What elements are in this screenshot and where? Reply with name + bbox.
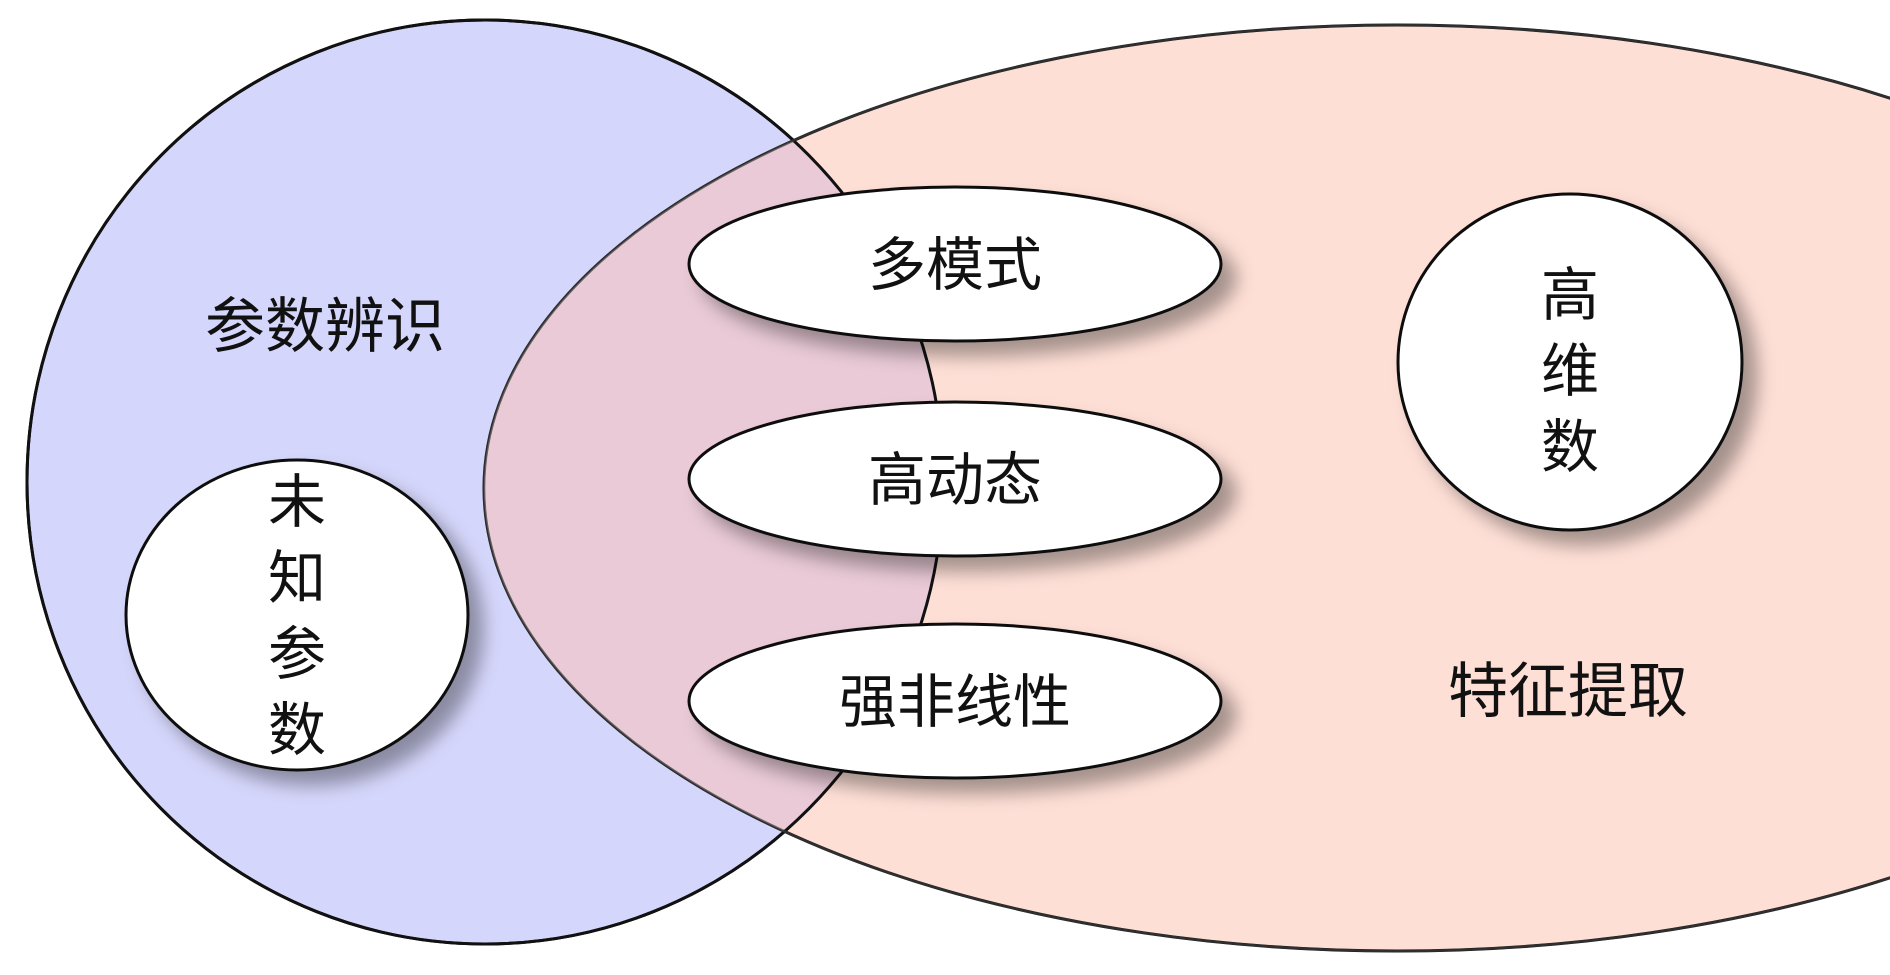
left-inner-char-2: 知 — [268, 544, 326, 612]
intersection-pill-2 — [687, 400, 1223, 558]
left-inner-circle — [124, 458, 470, 772]
intersection-pill-1 — [687, 185, 1223, 343]
right-inner-char-1: 高 — [1541, 261, 1599, 329]
intersection-pill-3-label: 强非线性 — [839, 668, 1071, 736]
intersection-pill-1-label: 多模式 — [868, 231, 1042, 299]
intersection-item-2: 高动态 — [687, 400, 1223, 558]
right-set-label: 特征提取 — [1448, 657, 1688, 727]
right-inner-char-3: 数 — [1541, 413, 1599, 481]
intersection-pill-2-label: 高动态 — [868, 446, 1042, 514]
left-set-label: 参数辨识 — [205, 292, 445, 362]
right-set-outline — [483, 23, 1890, 953]
left-inner-char-4: 数 — [268, 696, 326, 764]
left-inner-char-3: 参 — [268, 620, 326, 688]
left-inner-char-1: 未 — [268, 468, 326, 536]
intersection-item-3: 强非线性 — [687, 622, 1223, 780]
intersection-item-1: 多模式 — [687, 185, 1223, 343]
left-inner-circle-group: 未 知 参 数 — [124, 458, 470, 772]
intersection-pill-3 — [687, 622, 1223, 780]
right-inner-circle — [1396, 192, 1744, 532]
right-inner-circle-group: 高 维 数 — [1396, 192, 1744, 532]
right-inner-char-2: 维 — [1541, 337, 1599, 405]
